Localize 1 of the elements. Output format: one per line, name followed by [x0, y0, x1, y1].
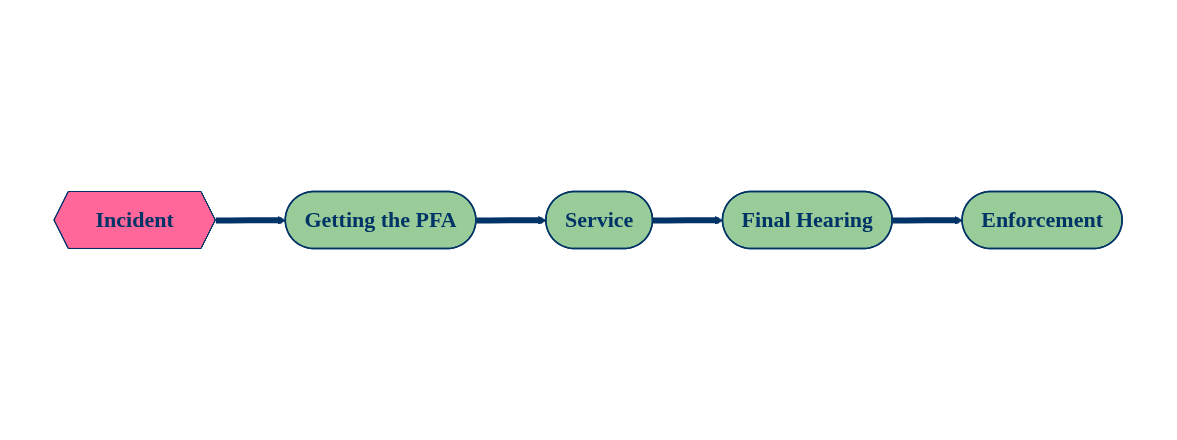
- arrow: [653, 216, 724, 225]
